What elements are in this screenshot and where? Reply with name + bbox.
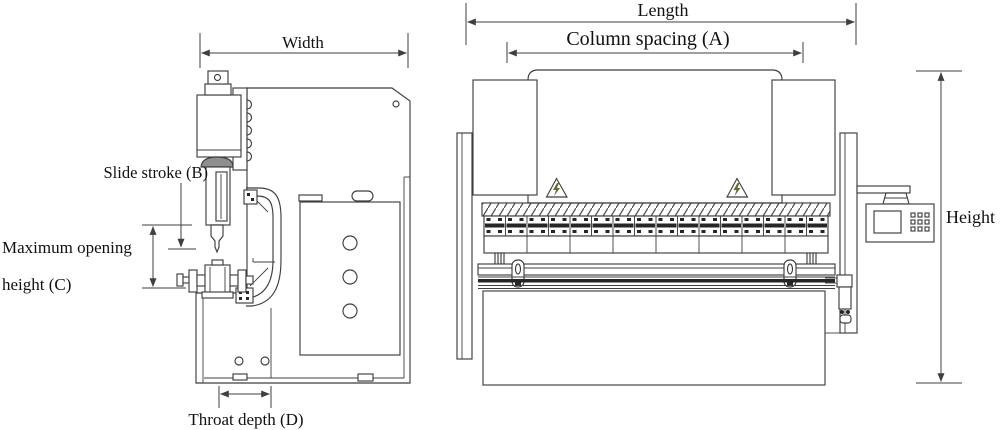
die-rail-supports bbox=[494, 252, 817, 267]
panel-screen bbox=[873, 210, 902, 234]
dim-width-label: Width bbox=[282, 33, 324, 52]
die-strip bbox=[478, 279, 835, 283]
door-hole-2 bbox=[342, 269, 358, 285]
die-center-block bbox=[204, 264, 231, 297]
die-rail bbox=[477, 259, 836, 289]
column-left bbox=[472, 79, 538, 196]
dim-max-opening-label-2: height (C) bbox=[2, 275, 71, 294]
anchor-slot-right bbox=[357, 373, 374, 382]
column-right bbox=[771, 79, 836, 196]
cylinder-neck bbox=[204, 83, 232, 96]
dim-slide-stroke-label: Slide stroke (B) bbox=[104, 163, 209, 182]
cap-port-hole bbox=[213, 73, 222, 82]
punch-clamp-row bbox=[483, 215, 829, 237]
die-flange-right bbox=[237, 269, 247, 293]
lightning-icon bbox=[553, 183, 560, 196]
die-stop-right bbox=[783, 259, 797, 288]
panel-keypad bbox=[910, 212, 930, 232]
die-top-bolt bbox=[211, 259, 224, 266]
clamp-bolt-block bbox=[243, 189, 258, 205]
throat-outer-edge bbox=[246, 187, 282, 307]
warning-triangle-right bbox=[726, 177, 749, 198]
control-panel bbox=[856, 185, 935, 243]
ram-clamp-bar-hatched bbox=[481, 202, 831, 217]
throat-inner-edge bbox=[246, 195, 274, 299]
ram-slide bbox=[200, 156, 234, 254]
door-handle bbox=[351, 190, 374, 202]
cylinder-cap bbox=[207, 70, 229, 85]
warning-triangle-left bbox=[545, 177, 568, 198]
pillar-hole-right bbox=[260, 356, 270, 366]
limit-device bbox=[825, 274, 853, 324]
die-bolt-left bbox=[176, 273, 184, 287]
panel-stand bbox=[882, 192, 910, 205]
frame-corner-hole bbox=[392, 100, 400, 108]
die-stop-left bbox=[511, 259, 525, 288]
cylinder-body bbox=[196, 94, 242, 158]
die-base-plate bbox=[201, 291, 234, 299]
die-bolt-right bbox=[245, 275, 254, 285]
ram-top-pad bbox=[200, 156, 234, 168]
door-hole-3 bbox=[342, 303, 358, 319]
dim-max-opening-label-1: Maximum opening bbox=[2, 238, 132, 257]
lightning-icon bbox=[733, 183, 741, 196]
dim-length-label: Length bbox=[638, 0, 689, 20]
front-view: Length Column spacing (A) Height bbox=[456, 0, 995, 386]
pillar-hole-left bbox=[234, 356, 244, 366]
dim-column-spacing: Column spacing (A) bbox=[506, 28, 804, 63]
punch-tool bbox=[210, 224, 224, 254]
punch-holder-row bbox=[483, 235, 829, 254]
side-door-panel bbox=[298, 190, 401, 356]
dim-throat-depth: Throat depth (D) bbox=[188, 386, 304, 429]
die-assembly bbox=[176, 259, 254, 299]
anchor-slot-left bbox=[232, 373, 248, 381]
dim-slide-stroke: Slide stroke (B) bbox=[104, 163, 209, 250]
dim-max-opening: Maximum opening height (C) bbox=[2, 224, 192, 294]
bracket-bump-4 bbox=[246, 138, 253, 149]
bracket-bump-5 bbox=[246, 151, 253, 162]
dim-length: Length bbox=[465, 0, 857, 45]
hydraulic-cylinder bbox=[196, 70, 253, 171]
dim-throat-depth-label: Throat depth (D) bbox=[188, 410, 303, 429]
bracket-bump-3 bbox=[246, 125, 253, 136]
ram-guide bbox=[215, 171, 228, 222]
bracket-bump-1 bbox=[246, 99, 253, 110]
bracket-bump-2 bbox=[246, 112, 253, 123]
panel-arm bbox=[856, 185, 911, 194]
outer-frame-left bbox=[456, 132, 473, 360]
dim-height-label: Height bbox=[946, 207, 995, 227]
die-flange-left bbox=[188, 269, 198, 293]
side-view: Width Slide stroke (B) Maximum opening h… bbox=[2, 33, 411, 429]
table-beam bbox=[482, 290, 826, 386]
front-ram-plate bbox=[527, 69, 783, 204]
dim-column-spacing-label: Column spacing (A) bbox=[566, 28, 729, 50]
door-tab bbox=[298, 194, 323, 202]
dim-height: Height bbox=[916, 70, 995, 384]
door-hole-1 bbox=[342, 235, 358, 251]
dim-width: Width bbox=[199, 33, 409, 68]
